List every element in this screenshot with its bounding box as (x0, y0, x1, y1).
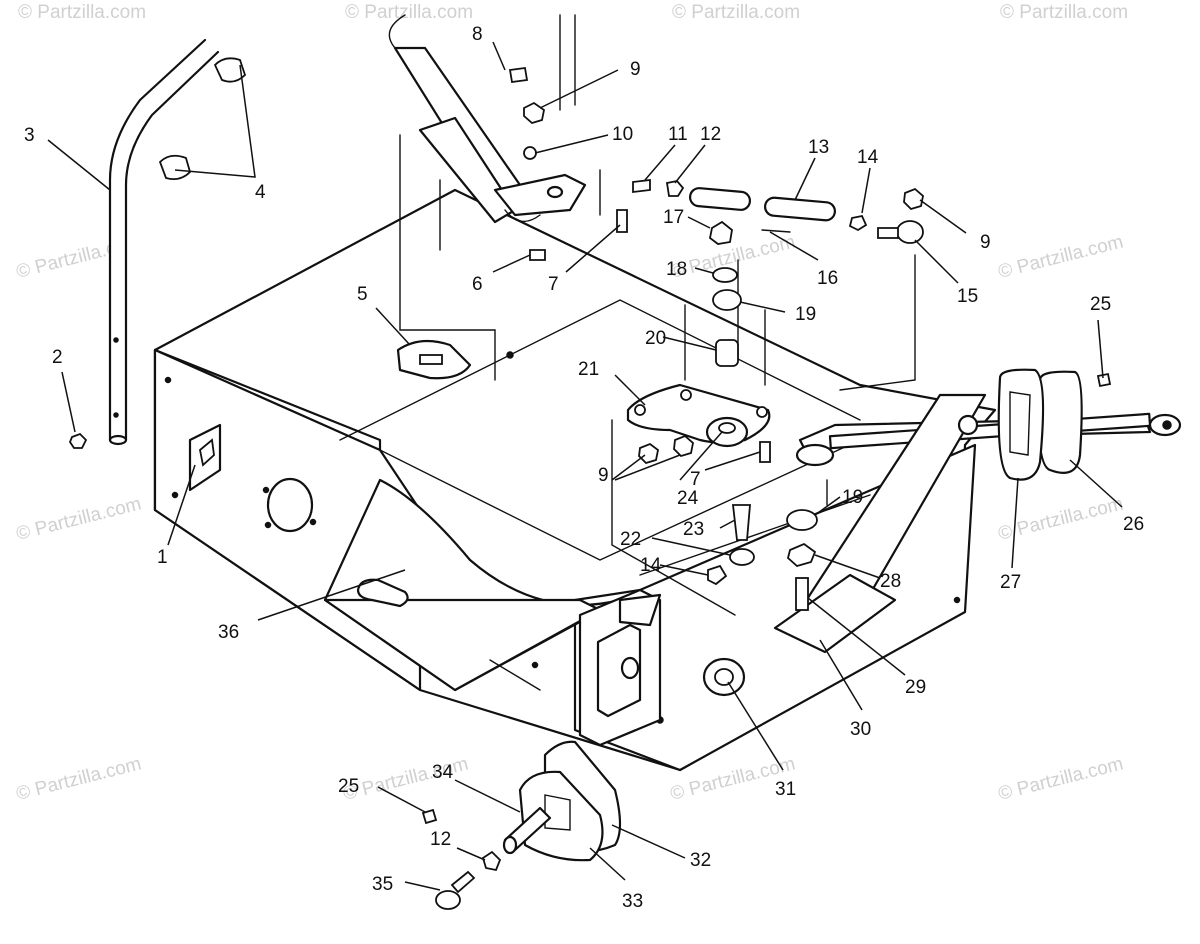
callout-1: 1 (157, 547, 168, 568)
callout-25: 25 (338, 776, 359, 797)
skid-plate (323, 478, 622, 692)
callout-3: 3 (24, 125, 35, 146)
watermark: © Partzilla.com (672, 2, 800, 23)
callout-9: 9 (980, 232, 991, 253)
skid-plate-slot (356, 578, 409, 608)
callout-12: 12 (430, 829, 451, 850)
callout-19: 19 (795, 304, 816, 325)
callout-19: 19 (842, 487, 863, 508)
callout-6: 6 (472, 274, 483, 295)
callout-33: 33 (622, 891, 643, 912)
watermark: © Partzilla.com (18, 2, 146, 23)
callout-13: 13 (808, 137, 829, 158)
callout-26: 26 (1123, 514, 1144, 535)
callout-30: 30 (850, 719, 871, 740)
callout-9: 9 (598, 465, 609, 486)
callouts: 1 2 3 4 5 6 7 7 8 9 9 9 10 11 12 12 13 1… (24, 24, 1144, 912)
callout-8: 8 (472, 24, 483, 45)
callout-5: 5 (357, 284, 368, 305)
callout-12: 12 (700, 124, 721, 145)
watermark: © Partzilla.com (996, 754, 1125, 805)
callout-2: 2 (52, 347, 63, 368)
callout-21: 21 (578, 359, 599, 380)
callout-36: 36 (218, 622, 239, 643)
callout-14: 14 (640, 555, 662, 576)
callout-15: 15 (957, 286, 978, 307)
callout-35: 35 (372, 874, 393, 895)
callout-17: 17 (663, 207, 684, 228)
callout-31: 31 (775, 779, 796, 800)
assembly-guides (399, 134, 916, 616)
callout-27: 27 (1000, 572, 1021, 593)
watermark: © Partzilla.com (1000, 2, 1128, 23)
watermark: © Partzilla.com (14, 494, 143, 545)
callout-4: 4 (255, 182, 266, 203)
hardware (68, 57, 1112, 910)
watermark: © Partzilla.com (996, 232, 1125, 283)
callout-7: 7 (548, 274, 559, 295)
callout-22: 22 (620, 529, 641, 550)
callout-23: 23 (683, 519, 704, 540)
callout-29: 29 (905, 677, 926, 698)
callout-9: 9 (630, 59, 641, 80)
leader-lines (47, 41, 1123, 891)
watermark: © Partzilla.com (345, 2, 473, 23)
front-bracket (578, 588, 662, 747)
callout-10: 10 (612, 124, 633, 145)
callout-34: 34 (432, 762, 454, 783)
callout-14: 14 (857, 147, 879, 168)
callout-24: 24 (677, 488, 699, 509)
callout-25: 25 (1090, 294, 1111, 315)
callout-16: 16 (817, 268, 838, 289)
callout-20: 20 (645, 328, 666, 349)
callout-11: 11 (668, 124, 688, 145)
chassis-frame (153, 188, 997, 772)
callout-32: 32 (690, 850, 711, 871)
callout-28: 28 (880, 571, 901, 592)
boot-right (997, 368, 1083, 481)
watermark: © Partzilla.com (14, 754, 143, 805)
callout-7: 7 (690, 469, 701, 490)
grab-bar (108, 38, 220, 446)
steering-column (388, 14, 587, 224)
tie-rod-assembly (773, 393, 1182, 654)
callout-18: 18 (666, 259, 687, 280)
frame-hole (266, 477, 314, 533)
boot-bottom (502, 740, 622, 862)
